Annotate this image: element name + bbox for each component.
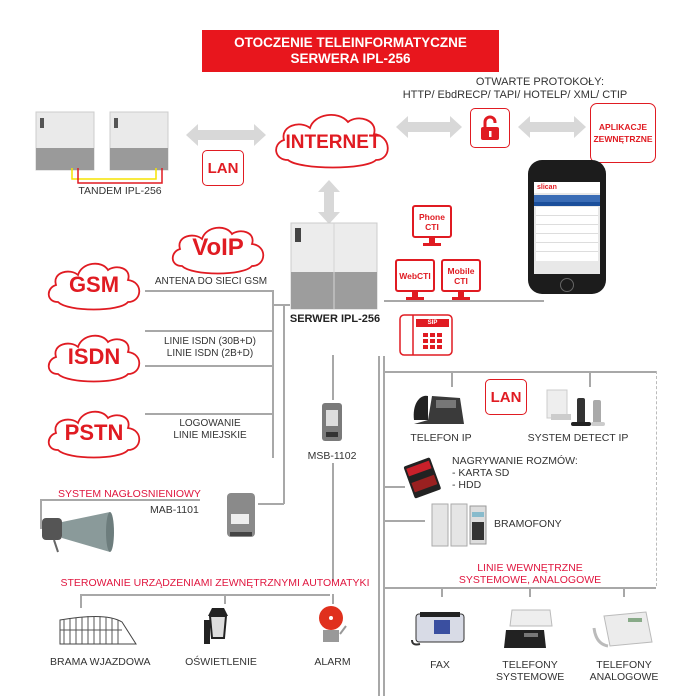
title-line-1: OTOCZENIE TELEINFORMATYCZNE [234, 35, 467, 50]
automation-item-alarm: ALARM [314, 656, 351, 668]
isdn-description-2: LINIE ISDN (2B+D) [166, 348, 254, 359]
system-phones-icon [500, 608, 556, 650]
title-line-2: SERWERA IPL-256 [290, 51, 411, 66]
msb-1102-device [321, 402, 343, 442]
sip-label: SIP [427, 320, 438, 326]
internal-lines-heading-1: LINIE WEWNĘTRZNE [477, 562, 583, 574]
lan-badge-top: LAN [202, 150, 244, 186]
gate-icon [58, 612, 138, 646]
lan-badge-mid: LAN [485, 379, 527, 415]
pstn-description-1: LOGOWANIE [179, 418, 241, 429]
arrow-internet-server [318, 180, 340, 224]
arrow-tandem-internet [186, 124, 266, 146]
mab-1101-device [226, 492, 256, 538]
recording-item-sd: - KARTA SD [452, 467, 510, 479]
home-button [560, 278, 574, 292]
doorphones-device [430, 502, 490, 548]
pa-device-label: MAB-1101 [150, 504, 199, 516]
detect-ip-device [545, 388, 615, 428]
ip-phone-device [410, 390, 466, 426]
automation-item-gate: BRAMA WJAZDOWA [50, 656, 151, 668]
mobile-cti-line2: CTI [454, 275, 468, 286]
terminal-system-label-1: TELEFONY [502, 659, 558, 671]
webcti-label: WebCTI [399, 270, 431, 281]
pstn-description-2: LINIE MIEJSKIE [173, 430, 247, 441]
phone-app-brand: slican [534, 182, 600, 193]
protocols-list: HTTP/ EbdRECP/ TAPI/ HOTELP/ XML/ CTIP [402, 89, 628, 101]
alarm-bell-icon [318, 604, 348, 646]
phone-screen: slican [534, 182, 600, 274]
internal-lines-heading-2: SYSTEMOWE, ANALOGOWE [458, 574, 602, 586]
server-ipl-256 [290, 222, 380, 310]
terminal-fax-label: FAX [430, 659, 450, 671]
internet-label: INTERNET [285, 132, 381, 153]
cloud-icon [171, 226, 265, 275]
smartphone: slican [528, 160, 606, 294]
sip-phone-icon: SIP [399, 314, 453, 356]
security-lock-box [470, 108, 510, 148]
isdn-cloud: ISDN [44, 330, 144, 386]
external-apps-box: APLIKACJE ZEWNĘTRZNE [590, 103, 656, 163]
server-label: SERWER IPL-256 [289, 313, 381, 325]
fax-icon [410, 610, 470, 648]
voip-cloud: VoIP [168, 222, 268, 278]
recording-heading: NAGRYWANIE ROZMÓW: [452, 455, 578, 467]
pstn-label: PSTN [64, 420, 124, 445]
protocols-heading: OTWARTE PROTOKOŁY: [475, 76, 605, 88]
terminal-analog-label-2: ANALOGOWE [589, 671, 659, 683]
external-apps-line2: ZEWNĘTRZNE [593, 134, 653, 144]
isdn-label: ISDN [67, 344, 121, 369]
pstn-cloud: PSTN [44, 406, 144, 462]
cloud-icon [47, 410, 141, 459]
tandem-unit-1 [34, 110, 98, 172]
diagram-title: OTOCZENIE TELEINFORMATYCZNE SERWERA IPL-… [202, 30, 499, 72]
tandem-cables [71, 168, 163, 184]
doorphones-label: BRAMOFONY [494, 518, 562, 530]
cloud-icon [275, 114, 389, 169]
terminal-analog-label-1: TELEFONY [596, 659, 652, 671]
automation-heading: STEROWANIE URZĄDZENIAMI ZEWNĘTRZNYMI AUT… [60, 577, 370, 589]
sd-card-icon [400, 455, 444, 499]
terminal-system-label-2: SYSTEMOWE [496, 671, 565, 683]
automation-item-lighting: OŚWIETLENIE [185, 656, 257, 668]
gsm-label: GSM [68, 272, 120, 297]
gsm-cloud: GSM [44, 258, 144, 314]
tandem-unit-2 [108, 110, 172, 172]
arrow-lock-apps [518, 116, 586, 138]
analog-phone-icon [590, 608, 654, 650]
voip-label: VoIP [192, 234, 244, 261]
tandem-label: TANDEM IPL-256 [78, 185, 162, 197]
arrow-internet-lock [396, 116, 462, 138]
mobile-cti-line1: Mobile [447, 265, 475, 276]
lamp-icon [202, 606, 232, 646]
msb-label: MSB-1102 [307, 450, 357, 462]
padlock-open-icon [481, 115, 499, 140]
phone-cti-line1: Phone [419, 211, 445, 222]
webcti-monitor: WebCTI [395, 259, 435, 303]
horn-speaker-icon [40, 508, 114, 558]
phone-cti-line2: CTI [425, 221, 439, 232]
cloud-icon [47, 334, 141, 383]
cloud-icon [47, 262, 141, 311]
isdn-description-1: LINIE ISDN (30B+D) [164, 336, 256, 347]
detect-ip-label: SYSTEM DETECT IP [527, 432, 629, 444]
ip-phone-label: TELEFON IP [410, 432, 472, 444]
external-apps-line1: APLIKACJE [598, 122, 648, 132]
internet-cloud: INTERNET [270, 108, 396, 174]
gsm-description: ANTENA DO SIECI GSM [154, 276, 268, 287]
recording-item-hdd: - HDD [452, 479, 482, 491]
pa-system-heading: SYSTEM NAGŁOSNIENIOWY [58, 488, 201, 500]
